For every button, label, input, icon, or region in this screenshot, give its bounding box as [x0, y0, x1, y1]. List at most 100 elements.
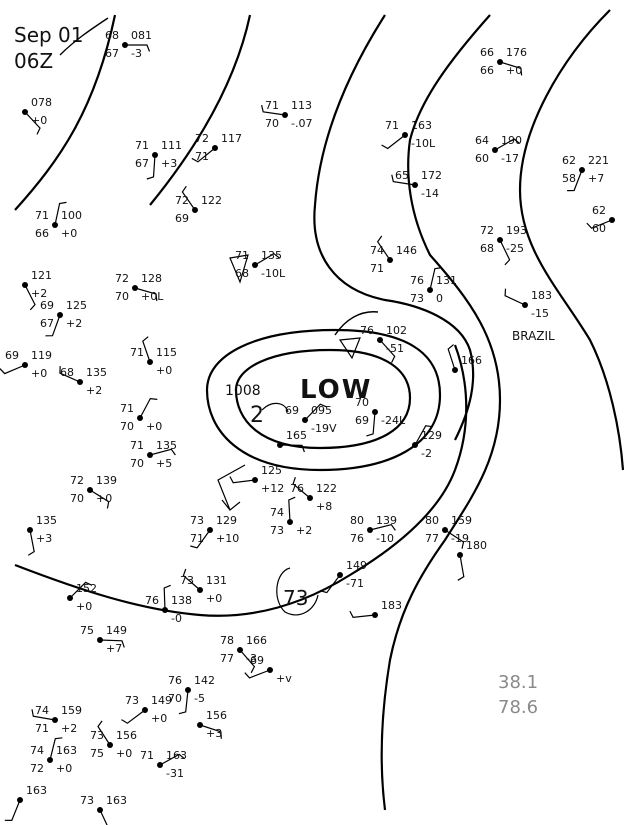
station-dewpoint: 69 — [175, 212, 189, 225]
wind-barb — [163, 584, 171, 611]
station-dewpoint: 72 — [30, 762, 44, 775]
station-pressure: 102 — [386, 324, 407, 337]
station-tendency: -19 — [451, 532, 469, 545]
station-pressure: 113 — [291, 99, 312, 112]
station-dewpoint: 71 — [370, 262, 384, 275]
station-temperature: 72 — [195, 132, 209, 145]
station-temperature: 65 — [395, 169, 409, 182]
margin-note-2: 78.6 — [498, 697, 538, 718]
station-temperature: 68 — [60, 366, 74, 379]
station-temperature: 76 — [290, 482, 304, 495]
station-tendency: +3 — [206, 727, 222, 740]
station-pressure: 117 — [221, 132, 242, 145]
station-tendency: -10L — [411, 137, 436, 150]
isobar-northwest — [14, 14, 117, 211]
station-pressure: 139 — [376, 514, 397, 527]
wind-barb — [191, 147, 216, 163]
station-temperature: 73 — [90, 729, 104, 742]
station-dewpoint: 77 — [425, 532, 439, 545]
station-pressure: 135 — [86, 366, 107, 379]
station-pressure: 146 — [396, 244, 417, 257]
wind-barb — [54, 201, 67, 226]
station-pressure: 138 — [171, 594, 192, 607]
station-pressure: 180 — [466, 539, 487, 552]
station-temperature: 71 — [135, 139, 149, 152]
station-pressure: 163 — [106, 794, 127, 807]
station-dewpoint: 68 — [235, 267, 249, 280]
station-plot: 180 — [457, 539, 487, 581]
station-temperature: 62 — [562, 154, 576, 167]
station-pressure: 163 — [166, 749, 187, 762]
station-dewpoint: 67 — [105, 47, 119, 60]
storm-symbol-swirl — [261, 402, 289, 413]
station-plot: 135+3 — [27, 514, 57, 556]
station-pressure: 129 — [216, 514, 237, 527]
triangle-marker-east — [338, 337, 361, 360]
wind-barb — [381, 134, 406, 150]
station-plot: 165 — [277, 429, 307, 453]
station-pressure: 152 — [76, 582, 97, 595]
station-tendency: +0 — [506, 64, 522, 77]
station-pressure: 115 — [156, 346, 177, 359]
station-dewpoint: 66 — [480, 64, 494, 77]
station-tendency: +0 — [76, 600, 92, 613]
station-pressure: 183 — [381, 599, 402, 612]
station-temperature: 78 — [220, 634, 234, 647]
station-pressure: 111 — [161, 139, 182, 152]
wind-barb — [0, 364, 26, 375]
station-pressure: 149 — [151, 694, 172, 707]
station-tendency: +8 — [316, 500, 332, 513]
wind-arrow-southwest — [217, 464, 246, 511]
station-temperature: 76 — [168, 674, 182, 687]
station-dewpoint: 69 — [355, 414, 369, 427]
station-pressure: 190 — [501, 134, 522, 147]
station-pressure: 078 — [31, 96, 52, 109]
wind-barb — [369, 524, 396, 531]
wind-barb — [190, 529, 211, 549]
station-plot: 183-15 — [504, 288, 552, 320]
wind-barb — [239, 649, 256, 674]
wind-barb — [229, 476, 256, 484]
station-dewpoint: 70 — [168, 692, 182, 705]
wind-barb — [414, 425, 433, 446]
station-plot: 156+3 — [197, 709, 227, 740]
low-label: LOW — [300, 375, 372, 405]
station-temperature: 72 — [70, 474, 84, 487]
wind-barb — [279, 444, 305, 453]
place-label-brazil: BRAZIL — [512, 329, 555, 343]
wind-barb — [181, 185, 196, 211]
wind-barb — [261, 104, 286, 116]
station-tendency: +10 — [216, 532, 239, 545]
wind-barb — [376, 235, 391, 261]
map-date: Sep 01 — [14, 23, 84, 47]
station-temperature: 71 — [140, 749, 154, 762]
wind-barb — [178, 689, 189, 715]
station-tendency: +v — [276, 672, 292, 685]
station-temperature: 75 — [80, 624, 94, 637]
wind-barb — [89, 489, 110, 509]
wind-barb — [499, 61, 523, 76]
station-temperature: 72 — [480, 224, 494, 237]
station-dewpoint: 71 — [190, 532, 204, 545]
wind-barb — [142, 336, 151, 363]
station-dewpoint: 70 — [70, 492, 84, 505]
isobar-north — [149, 14, 252, 206]
station-pressure: 121 — [31, 269, 52, 282]
station-pressure: 142 — [194, 674, 215, 687]
station-tendency: +3 — [161, 157, 177, 170]
station-temperature: 71 — [385, 119, 399, 132]
wind-barb — [159, 753, 185, 766]
